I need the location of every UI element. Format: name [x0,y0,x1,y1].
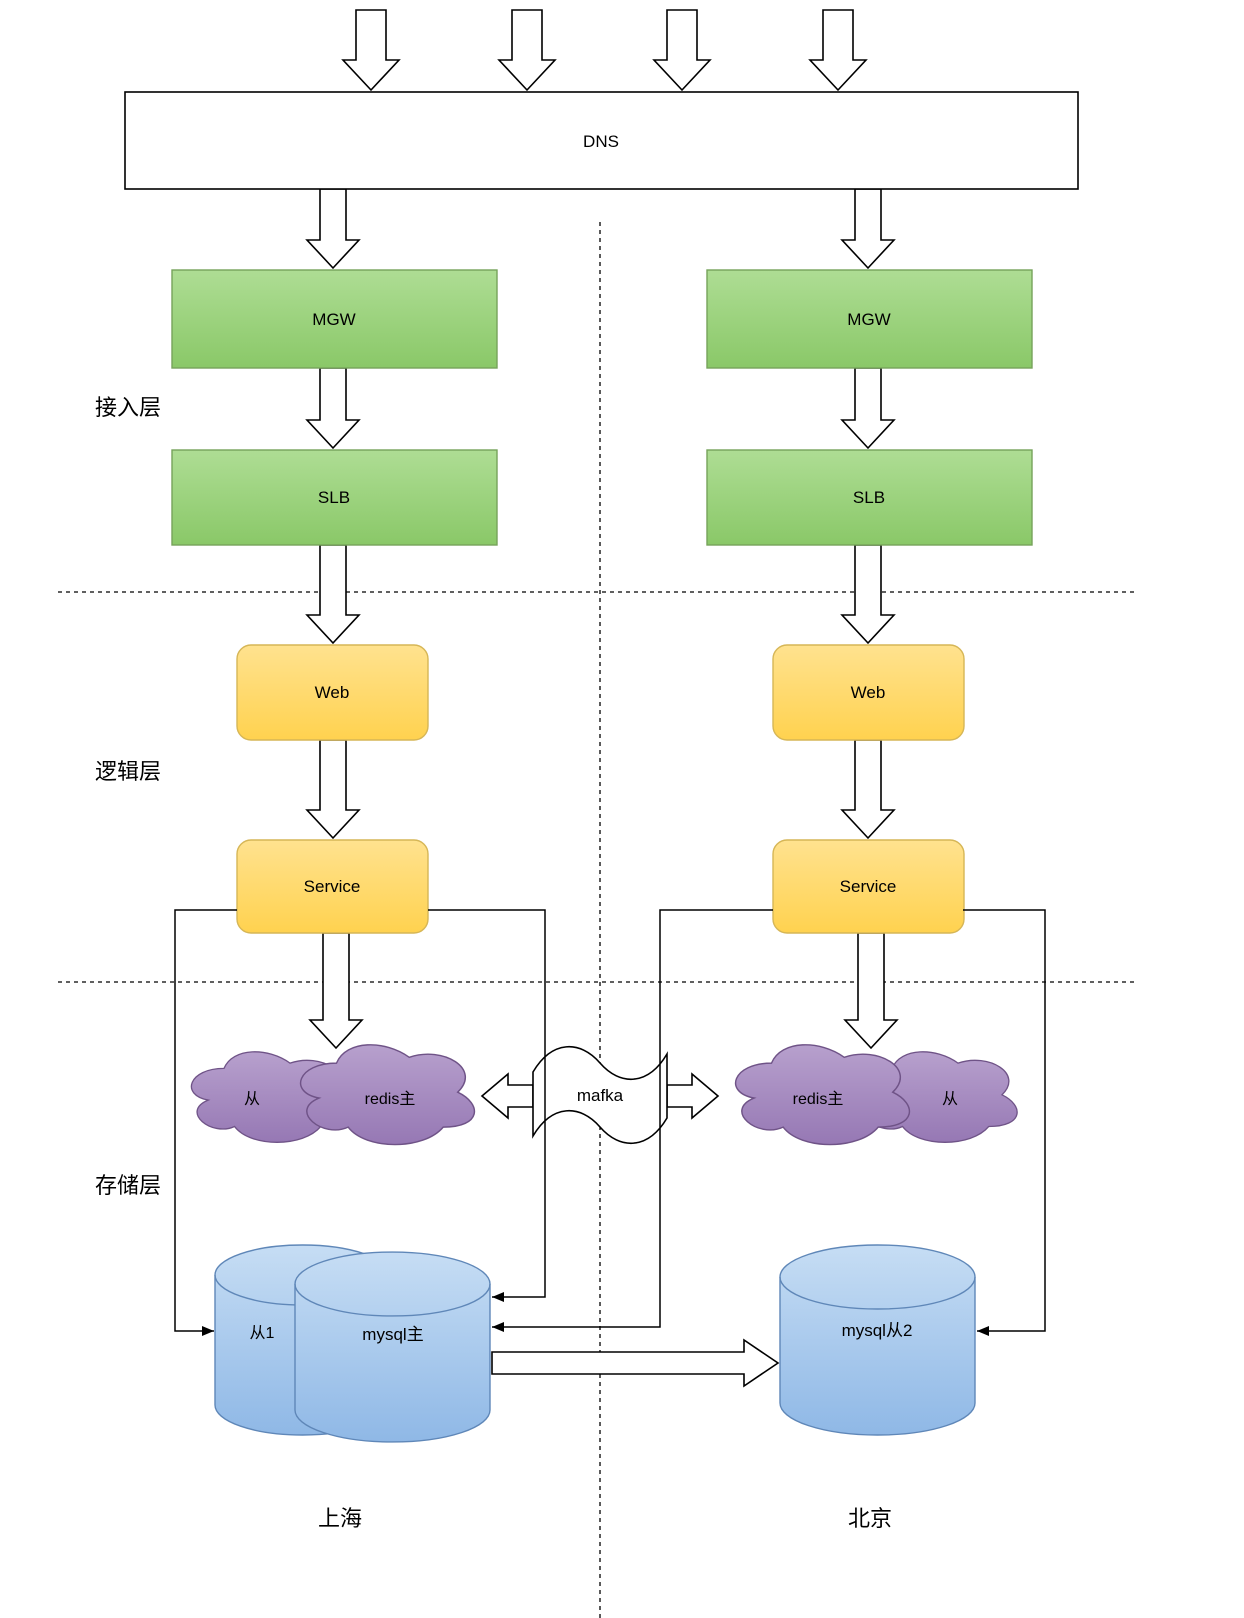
mysql-slave1-label: 从1 [250,1325,275,1342]
dns-box [124,91,1079,190]
connector-service-left-mysql-master [428,909,546,1302]
flow-arrow-slb-web-right [840,544,896,645]
web-label-right: Web [851,683,886,702]
flow-arrow-web-service-right [840,739,896,840]
connector-service-left-mysql-slave1 [174,909,237,1336]
layer-label-logic: 逻辑层 [95,759,161,784]
layer-label-storage: 存储层 [95,1173,161,1198]
mgw-label-right: MGW [847,310,890,329]
mysql-slave2-label: mysql从2 [842,1321,913,1340]
service-box-right [772,839,965,934]
mgw-box-right [706,269,1033,369]
web-box-right [772,644,965,741]
slb-box-left [171,449,498,546]
slb-box-right [706,449,1033,546]
redis-master-label-left: redis主 [365,1090,416,1108]
flow-arrow-slb-web-left [305,544,361,645]
inbound-traffic-arrow-2 [497,9,557,92]
inbound-traffic-arrow-3 [652,9,712,92]
flow-arrow-service-redis-left [308,932,364,1050]
flow-arrow-mgw-slb-right [840,367,896,450]
region-label-shanghai: 上海 [318,1506,362,1531]
mafka-arrow-right [666,1072,720,1120]
mgw-box-left [171,269,498,369]
web-label-left: Web [315,683,350,702]
slb-label-left: SLB [318,488,350,507]
connector-service-right-mysql-master [492,909,773,1332]
web-box-left [236,644,429,741]
mafka-arrow-left [480,1072,534,1120]
mysql-slave2-cylinder [779,1244,976,1436]
layer-label-access: 接入层 [95,395,161,420]
flow-arrow-mgw-slb-left [305,367,361,450]
flow-arrow-dns-mgw-left [305,188,361,270]
redis-slave-label-right: 从 [942,1091,958,1108]
mysql-replication-arrow [491,1338,780,1388]
slb-label-right: SLB [853,488,885,507]
mysql-master-label: mysql主 [362,1325,423,1344]
flow-arrow-web-service-left [305,739,361,840]
connector-service-right-mysql-slave2 [963,909,1046,1336]
flow-arrow-dns-mgw-right [840,188,896,270]
mgw-label-left: MGW [312,310,355,329]
inbound-traffic-arrow-4 [808,9,868,92]
service-label-left: Service [304,877,361,896]
mafka-label: mafka [577,1086,624,1105]
region-label-beijing: 北京 [848,1506,892,1531]
mysql-master-cylinder-rim [294,1283,491,1317]
mysql-slave2-cylinder-rim [779,1276,976,1310]
service-box-left [236,839,429,934]
service-label-right: Service [840,877,897,896]
flow-arrow-service-redis-right [843,932,899,1050]
inbound-traffic-arrow-1 [341,9,401,92]
redis-slave-label-left: 从 [244,1091,260,1108]
mafka-banner [532,1046,668,1144]
redis-master-label-right: redis主 [793,1090,844,1108]
mysql-master-cylinder [294,1251,491,1443]
dns-label: DNS [583,132,619,151]
